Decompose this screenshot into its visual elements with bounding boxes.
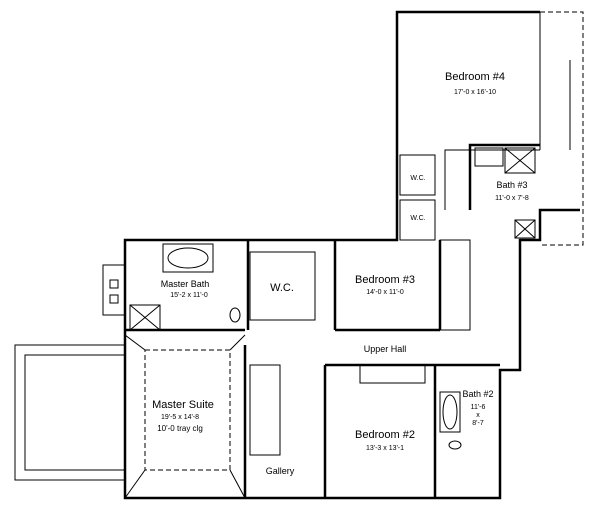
room-label: Bedroom #2 bbox=[355, 429, 415, 441]
ceiling-note: 10'-0 tray clg bbox=[157, 424, 203, 433]
room-dimensions-x: x bbox=[476, 412, 480, 419]
room-label: Master Suite bbox=[152, 399, 214, 411]
exterior-walls bbox=[123, 10, 584, 500]
room-label-gallery: Gallery bbox=[266, 466, 295, 476]
room-bath-3: Bath #3 11'-0 x 7'-8 bbox=[495, 180, 529, 202]
chimney bbox=[102, 264, 126, 316]
room-label-master-wc: W.C. bbox=[270, 282, 294, 294]
room-master-suite: Master Suite 19'-5 x 14'-8 10'-0 tray cl… bbox=[152, 399, 214, 433]
deck bbox=[14, 344, 126, 481]
room-label: Bedroom #4 bbox=[445, 71, 505, 83]
room-dimensions: 11'-0 x 7'-8 bbox=[495, 195, 529, 202]
room-master-bath: Master Bath 15'-2 x 11'-0 bbox=[161, 279, 210, 299]
room-dimensions: 19'-5 x 14'-8 bbox=[161, 414, 199, 421]
room-bedroom-2: Bedroom #2 13'-3 x 13'-1 bbox=[355, 429, 415, 452]
room-dimensions: 13'-3 x 13'-1 bbox=[366, 445, 404, 452]
room-label: Bath #3 bbox=[496, 180, 527, 190]
room-label-upper-hall: Upper Hall bbox=[364, 344, 407, 354]
room-label: Master Bath bbox=[161, 279, 210, 289]
room-bedroom-3: Bedroom #3 14'-0 x 11'-0 bbox=[355, 274, 415, 296]
interior-walls bbox=[124, 143, 540, 499]
room-dimensions-2: 8'-7 bbox=[472, 420, 484, 427]
room-label: Bedroom #3 bbox=[355, 274, 415, 286]
room-label-wc-lower: W.C. bbox=[410, 215, 425, 222]
room-dimensions: 15'-2 x 11'-0 bbox=[170, 292, 208, 299]
room-dimensions: 14'-0 x 11'-0 bbox=[366, 289, 404, 296]
room-label: Bath #2 bbox=[462, 389, 493, 399]
room-label-wc-upper: W.C. bbox=[410, 175, 425, 182]
room-bath-2: Bath #2 11'-6 x 8'-7 bbox=[462, 389, 493, 427]
room-dimensions: 17'-0 x 16'-10 bbox=[454, 89, 496, 96]
room-dimensions-1: 11'-6 bbox=[471, 404, 486, 411]
room-bedroom-4: Bedroom #4 17'-0 x 16'-10 bbox=[445, 71, 505, 96]
